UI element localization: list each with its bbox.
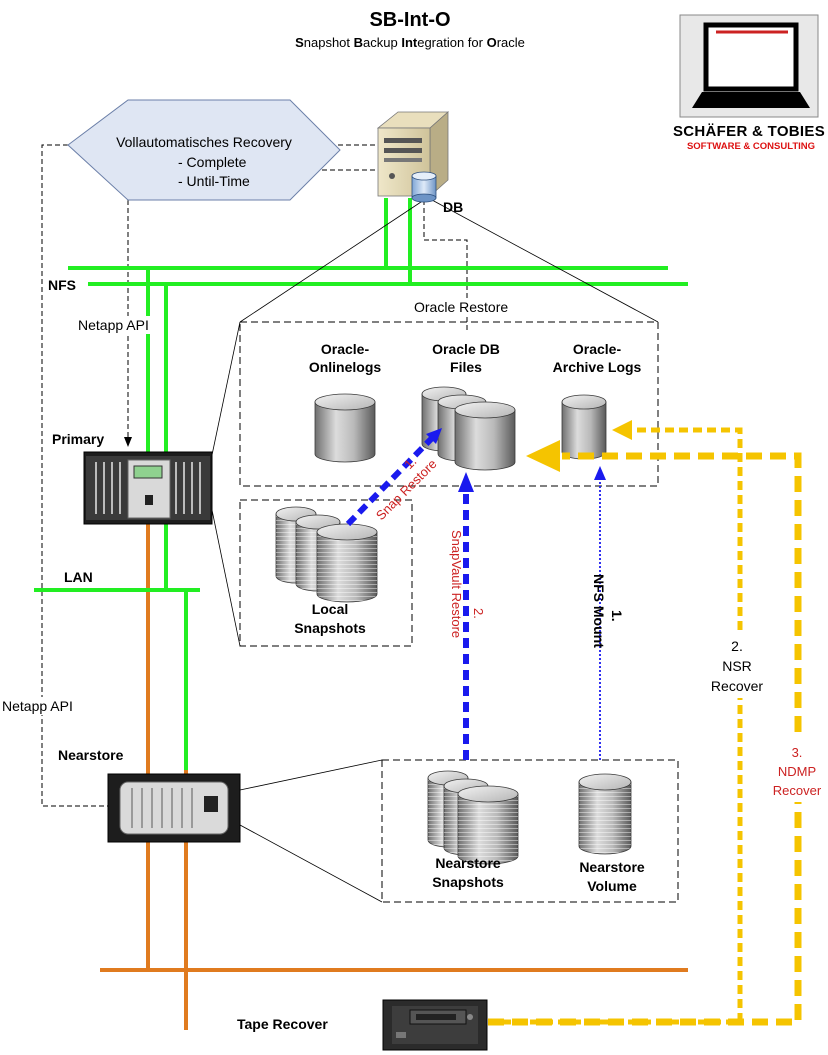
snapvault-text: SnapVault Restore xyxy=(449,530,464,638)
nsr-text-2: Recover xyxy=(711,678,763,694)
recovery-box xyxy=(67,99,341,201)
nsr-step: 2. xyxy=(731,638,743,654)
logo-base-icon xyxy=(692,92,810,108)
arrow-primary-icon xyxy=(124,437,132,447)
logo-tagline: SOFTWARE & CONSULTING xyxy=(687,141,815,152)
company-logo xyxy=(679,14,819,118)
netapp-api-left-line xyxy=(41,144,118,807)
onlinelogs-label-2: Onlinelogs xyxy=(309,359,382,375)
ndmp-arrow-icon xyxy=(526,440,560,472)
oracle-restore-bg xyxy=(410,298,526,316)
recovery-item-complete: - Complete xyxy=(178,154,247,170)
local-snapshots-box xyxy=(239,499,413,647)
subtitle-initial: S xyxy=(295,35,304,50)
snap-restore-path xyxy=(345,433,437,527)
nsr-label-bg xyxy=(700,632,776,698)
tape-recover-label: Tape Recover xyxy=(237,1016,328,1032)
nearstore-snapshots-label-1: Nearstore xyxy=(435,855,501,871)
subtitle-rest: racle xyxy=(497,35,525,50)
nearstore-filer-icon xyxy=(107,773,241,843)
subtitle-rest: ackup xyxy=(363,35,401,50)
cylinder-group xyxy=(275,386,632,865)
diagram-subtitle: Snapshot Backup Integration for Oracle xyxy=(295,35,525,50)
ndmp-label-bg xyxy=(768,738,828,802)
local-snapshots-label-1: Local xyxy=(312,601,349,617)
primary-label: Primary xyxy=(52,431,104,447)
subtitle-initial: Int xyxy=(401,35,418,50)
diagram-title: SB-Int-O xyxy=(369,9,450,31)
subtitle-rest: napshot xyxy=(304,35,354,50)
nsr-recover-path xyxy=(488,427,743,1025)
nfs-mount-step: 1. xyxy=(609,610,625,622)
snapvault-arrow-icon xyxy=(458,472,474,492)
netapp-api-left-label: Netapp API xyxy=(2,698,73,714)
snap-restore-arrow-icon xyxy=(426,428,442,444)
nearstore-label: Nearstore xyxy=(58,747,124,763)
netapp-api-top-bg xyxy=(76,316,164,334)
netapp-api-left-bg xyxy=(0,697,84,715)
ndmp-text-2: Recover xyxy=(773,783,822,798)
db-label: DB xyxy=(443,199,463,215)
grouping-boxes xyxy=(239,321,679,903)
dbfiles-cylinder-icon-3 xyxy=(454,401,516,471)
local-snapshot-cylinder-icon-3 xyxy=(316,523,378,603)
nsr-text-1: NSR xyxy=(722,658,752,674)
nearstore-snapshot-cylinder-icon-3 xyxy=(457,785,519,865)
subtitle-initial: B xyxy=(354,35,363,50)
archivelogs-cylinder-icon xyxy=(561,394,607,460)
ndmp-text-1: NDMP xyxy=(778,764,816,779)
nearstore-volume-cylinder-icon xyxy=(578,773,632,855)
snapvault-step: 2. xyxy=(471,608,486,619)
nfs-lan-lines xyxy=(34,198,688,770)
oracle-group-box xyxy=(239,321,659,487)
logo-name: SCHÄFER & TOBIES xyxy=(673,123,825,140)
nfs-mount-text: NFS Mount xyxy=(591,574,607,648)
nfs-label: NFS xyxy=(48,277,76,293)
nsr-arrow-icon xyxy=(612,420,632,440)
primary-filer-icon xyxy=(83,451,213,525)
db-icon xyxy=(411,171,437,203)
oracle-restore-label: Oracle Restore xyxy=(414,299,508,315)
onlinelogs-cylinder-icon xyxy=(314,393,376,463)
netapp-api-top-label: Netapp API xyxy=(78,317,149,333)
archivelogs-label-1: Oracle- xyxy=(573,341,622,357)
lan-label: LAN xyxy=(64,569,93,585)
local-snapshots-label-2: Snapshots xyxy=(294,620,366,636)
zoom-lines xyxy=(211,199,659,903)
ndmp-recover-path xyxy=(488,452,802,1026)
ndmp-step: 3. xyxy=(792,745,803,760)
onlinelogs-label-1: Oracle- xyxy=(321,341,370,357)
nearstore-volume-label-2: Volume xyxy=(587,878,637,894)
dbfiles-label-1: Oracle DB xyxy=(432,341,500,357)
subtitle-rest: egration for xyxy=(417,35,486,50)
tape-drive-icon xyxy=(382,999,488,1051)
nfs-mount-arrow-icon xyxy=(594,466,606,480)
archivelogs-label-2: Archive Logs xyxy=(553,359,642,375)
dbfiles-label-2: Files xyxy=(450,359,482,375)
nearstore-snapshots-label-2: Snapshots xyxy=(432,874,504,890)
nearstore-volume-label-1: Nearstore xyxy=(579,859,645,875)
nearstore-group-box xyxy=(381,759,679,903)
recovery-title: Vollautomatisches Recovery xyxy=(116,134,292,150)
logo-screen-icon xyxy=(703,22,799,92)
recovery-item-untiltime: - Until-Time xyxy=(178,173,250,189)
subtitle-initial: O xyxy=(487,35,497,50)
